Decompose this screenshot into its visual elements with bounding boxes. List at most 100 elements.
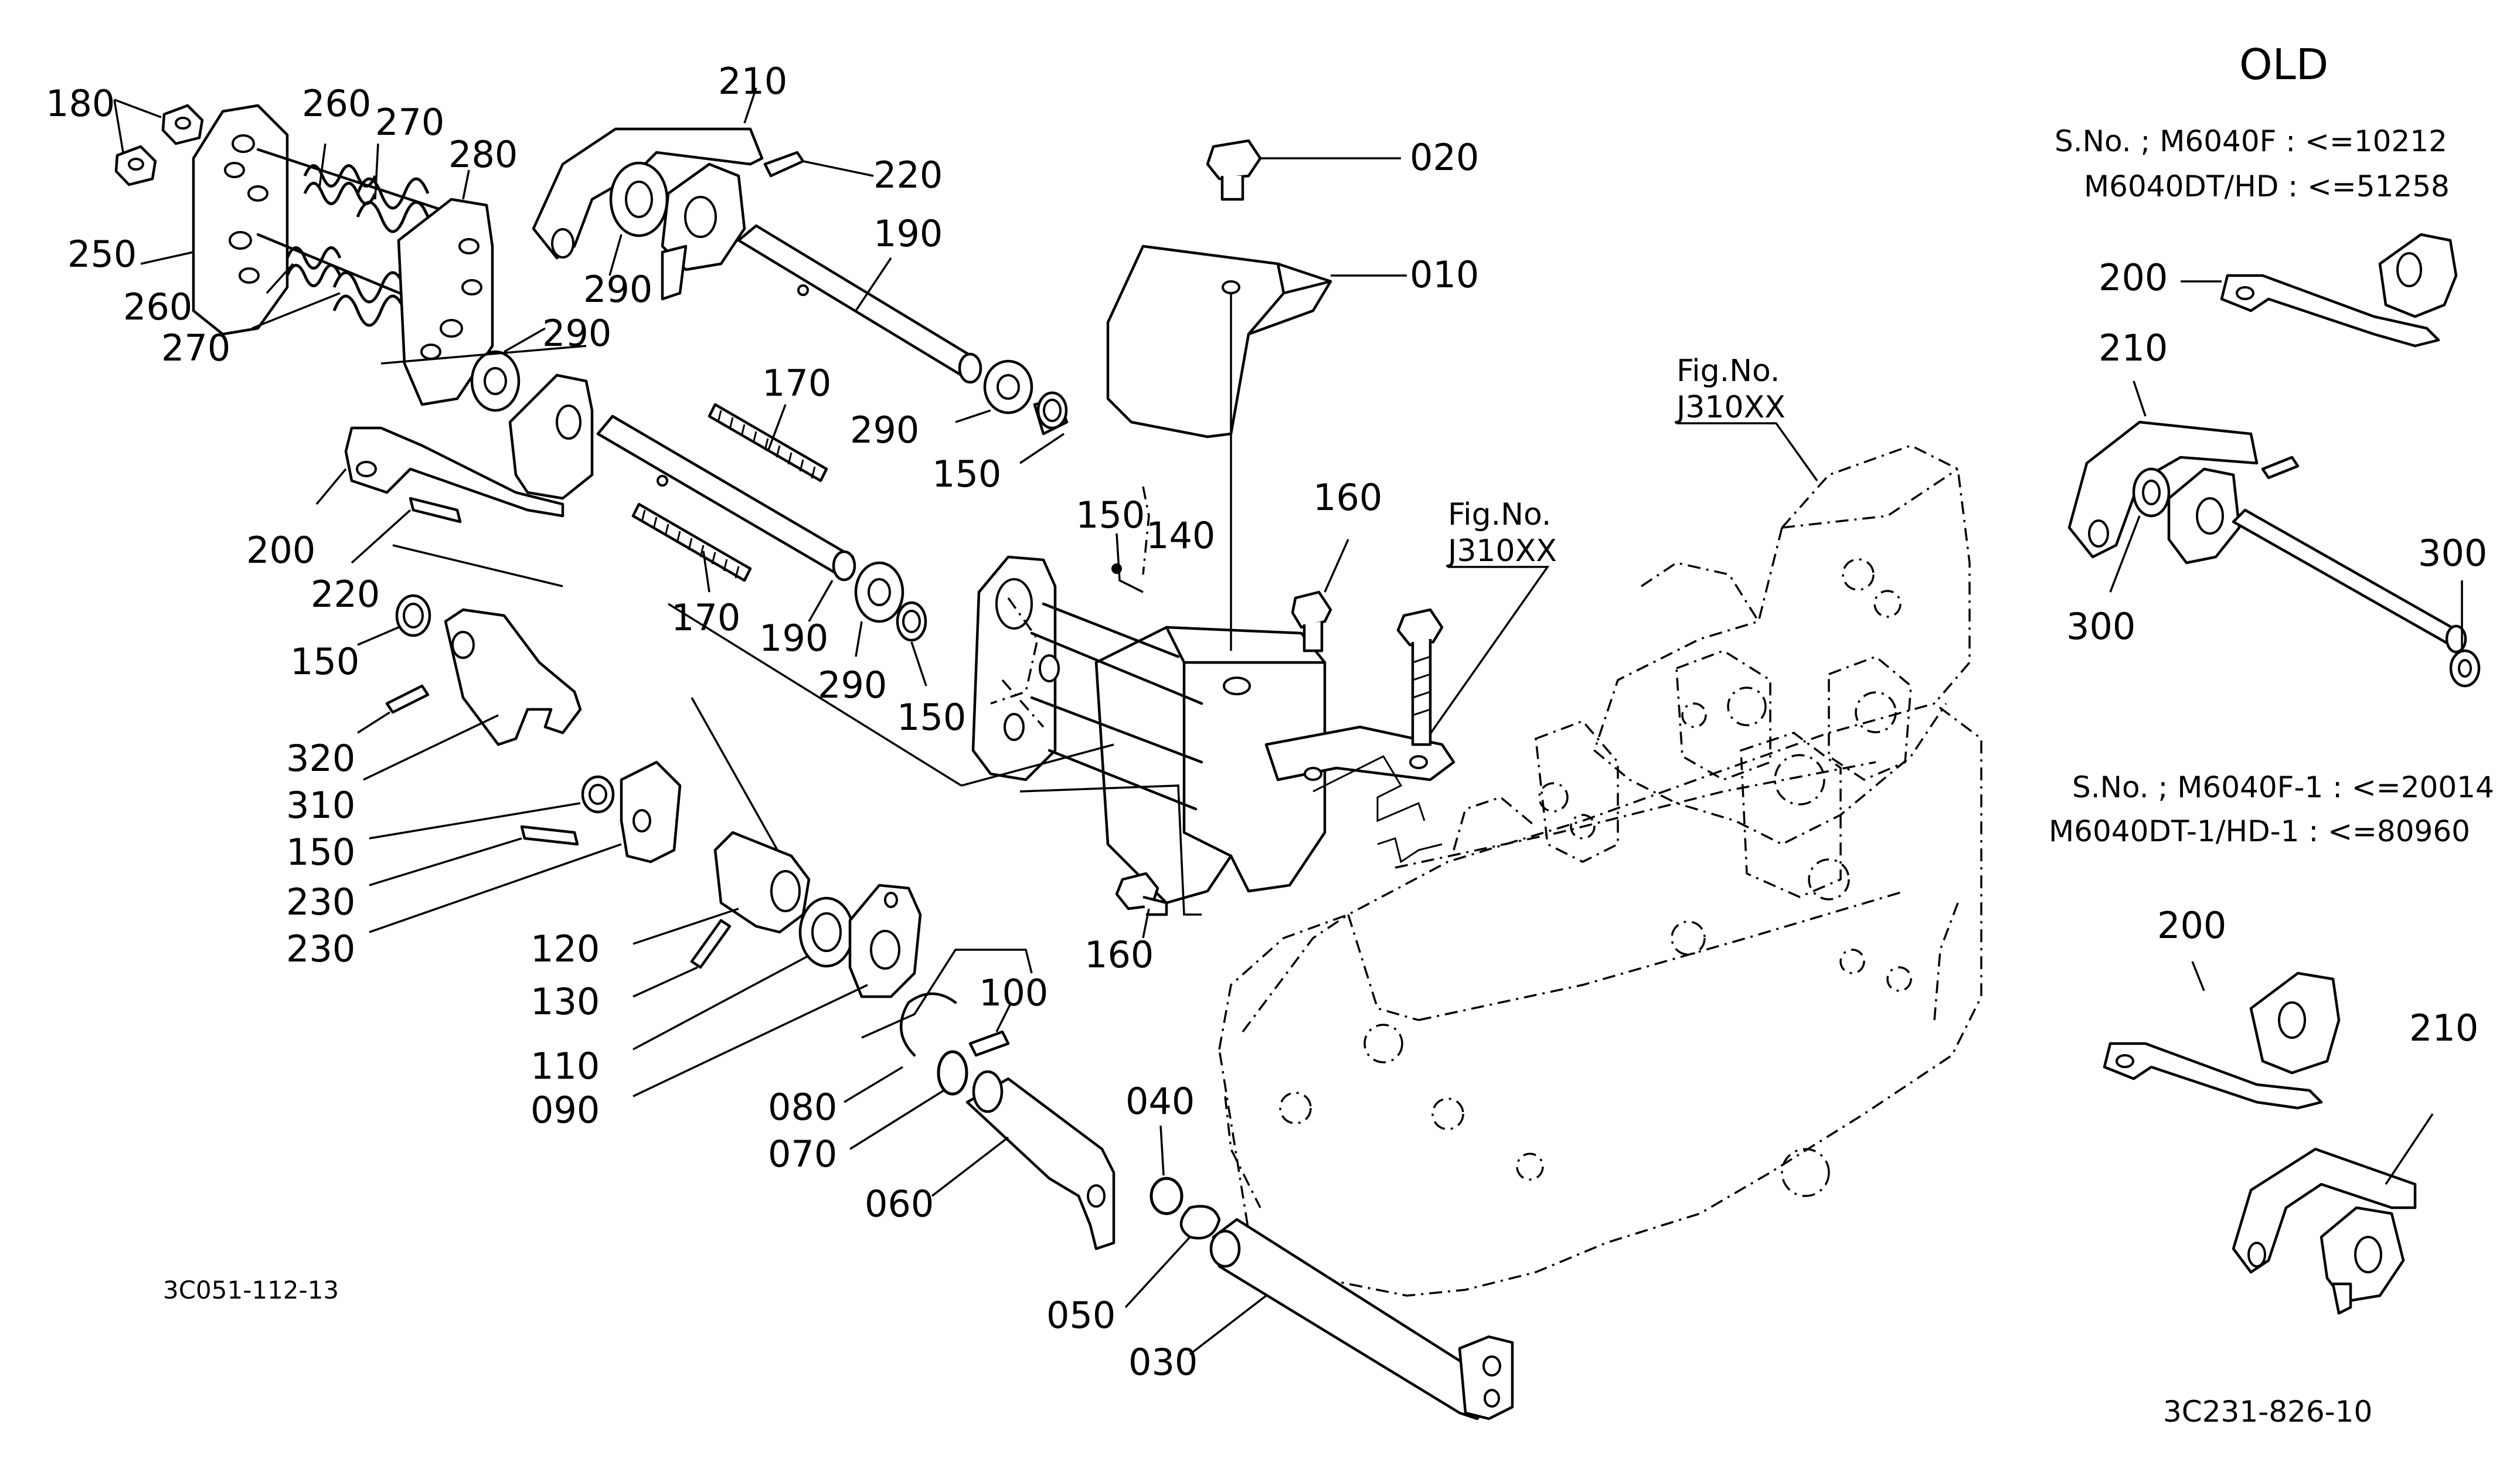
side-panel-text: OLD S.No. ; M6040F : <=10212 M6040DT/HD … (2049, 40, 2494, 848)
label-260-top: 260 (302, 82, 371, 125)
label-260: 260 (123, 286, 192, 328)
shaft-190-lower (596, 414, 856, 622)
label-190-top: 190 (873, 212, 943, 255)
washer-290-b (955, 359, 1033, 423)
plate-200-upper (508, 373, 594, 500)
label-290-c: 290 (850, 409, 919, 451)
old-title: OLD (2239, 40, 2328, 89)
label-130: 130 (530, 980, 600, 1023)
figure-ref-upper-line2: J310XX (1675, 390, 1786, 425)
shaft-190-upper (737, 224, 982, 384)
pin-130 (632, 919, 732, 998)
bracket-line (1019, 784, 1202, 916)
arm-bracket-assembly (971, 486, 1455, 905)
label-240: 230 (286, 881, 355, 923)
label-230: 230 (286, 927, 355, 970)
serial-new-line2: M6040DT-1/HD-1 : <=80960 (2049, 814, 2470, 848)
label-290-d: 290 (818, 664, 887, 706)
label-120: 120 (530, 927, 600, 970)
figure-ref-lower: Fig.No. J310XX (1417, 497, 1557, 752)
label-090: 090 (530, 1089, 600, 1131)
yoke-310 (363, 608, 582, 781)
hydraulic-housing (1218, 444, 1982, 1297)
label-270-top: 270 (375, 101, 444, 144)
bolt-170-lower (631, 502, 752, 593)
shaft-030 (1189, 1218, 1514, 1421)
callout-dot (1111, 563, 1122, 574)
washer-290-c (470, 327, 546, 412)
lever-210 (532, 87, 874, 301)
sleeve-group-line (861, 949, 1033, 1039)
label-290-b: 290 (542, 312, 611, 355)
sleeve-060 (931, 1070, 1116, 1250)
pin-220-left (351, 497, 462, 564)
springs (251, 143, 447, 329)
old-lever-210 (2067, 380, 2481, 688)
label-200: 200 (246, 529, 315, 572)
drawing-code-left: 3C051-112-13 (163, 1276, 339, 1304)
label-170-top: 170 (762, 362, 831, 405)
bushing-150-b (896, 601, 927, 687)
old-lever-200 (2181, 233, 2458, 348)
label-110: 110 (530, 1045, 600, 1088)
pin-320 (357, 684, 430, 734)
key-100 (968, 1002, 1012, 1057)
label-150-top: 150 (932, 453, 1001, 495)
clip-050 (1124, 1205, 1221, 1309)
bolt-020 (1206, 139, 1401, 201)
plate-280 (397, 169, 494, 406)
label-200-new: 200 (2157, 904, 2226, 947)
label-290-a: 290 (583, 268, 652, 311)
label-310: 310 (286, 784, 355, 827)
label-300-left: 300 (2066, 605, 2135, 648)
oring-040 (1150, 1125, 1184, 1215)
label-150-b: 150 (897, 696, 966, 739)
label-180: 180 (46, 82, 115, 125)
figure-ref-upper-line1: Fig.No. (1676, 354, 1780, 389)
label-250: 250 (67, 233, 137, 276)
label-160-top: 160 (1313, 476, 1382, 519)
label-210-new: 210 (2409, 1007, 2478, 1049)
washer-290-a (608, 161, 669, 276)
label-150-left: 150 (290, 640, 359, 683)
retainer-080 (844, 992, 957, 1103)
label-070: 070 (768, 1133, 837, 1175)
plate-250 (140, 104, 289, 336)
label-280: 280 (448, 133, 518, 176)
lever-200 (315, 426, 564, 518)
figure-ref-lower-line2: J310XX (1446, 533, 1557, 569)
label-050: 050 (1046, 1294, 1116, 1337)
bolt-160-lower (1115, 872, 1168, 939)
oring-070 (849, 1050, 968, 1150)
label-100: 100 (979, 971, 1048, 1014)
washer-290-d (854, 561, 904, 657)
label-200-old: 200 (2099, 256, 2168, 299)
label-210-old: 210 (2099, 327, 2168, 369)
label-150-mid: 150 (1076, 494, 1145, 536)
new-lever-210 (2232, 1113, 2434, 1315)
serial-old-line1: S.No. ; M6040F : <=10212 (2055, 124, 2447, 158)
label-220-mid: 220 (311, 573, 380, 616)
label-140: 140 (1146, 514, 1215, 557)
figure-ref-upper: Fig.No. J310XX (1675, 354, 1818, 482)
label-160-bottom: 160 (1084, 933, 1154, 976)
assembly-lines (380, 345, 1114, 886)
label-190-mid: 190 (759, 617, 828, 660)
leader-180 (113, 98, 162, 153)
nut-180-a (161, 104, 204, 145)
label-040: 040 (1125, 1080, 1195, 1123)
plate-240 (369, 760, 682, 933)
cover-plate-010 (1106, 244, 1407, 651)
label-150-c: 150 (286, 831, 355, 874)
label-020: 020 (1410, 136, 1479, 179)
label-030: 030 (1128, 1341, 1198, 1384)
bushing-150-c (369, 775, 615, 840)
label-010: 010 (1410, 253, 1479, 296)
bolt-160-upper (1291, 539, 1349, 653)
callout-labels: 020 010 180 260 270 280 210 220 190 250 … (46, 60, 2487, 1384)
bushing-150-left (357, 594, 431, 646)
label-220-top: 220 (873, 154, 943, 196)
label-320: 320 (286, 737, 355, 780)
drawing-code-right: 3C231-826-10 (2163, 1395, 2372, 1429)
